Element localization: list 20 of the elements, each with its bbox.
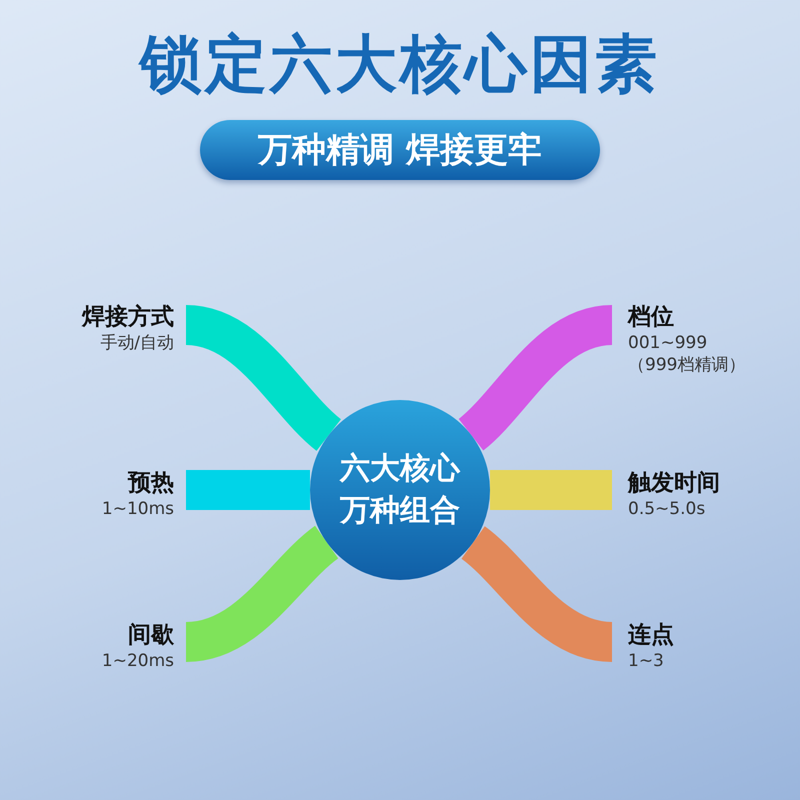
branch-heading: 预热 [128,469,174,498]
branch-value: 1~3 [628,650,664,672]
branch-heading: 档位 [628,303,674,332]
branch-value: 1~20ms [102,650,174,672]
ribbon-connector [184,526,340,662]
branch-heading: 间歇 [128,621,174,650]
branch-heading: 焊接方式 [82,303,174,332]
title: 锁定六大核心因素 [137,26,661,102]
branch-value: 手动/自动 [100,332,174,354]
branch-heading: 连点 [628,621,674,650]
branch-value: 001~999（999档精调） [628,332,746,376]
branch-value: 0.5~5.0s [628,498,706,520]
ribbon-connector [458,305,614,450]
ribbon-connector [184,305,342,450]
branch-value: 1~10ms [102,498,174,520]
ribbon-connector [490,470,612,510]
subtitle-banner: 万种精调 焊接更牢 [200,120,600,180]
ribbon-connector [460,526,614,662]
branch-heading: 触发时间 [628,469,720,498]
ribbon-connector [186,470,310,510]
